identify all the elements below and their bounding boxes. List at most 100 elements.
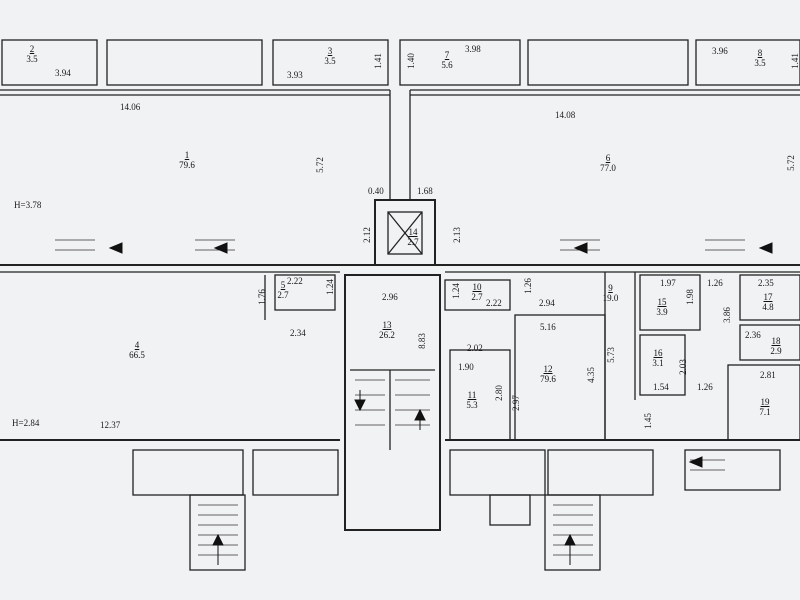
room-area: 79.6 [179,160,195,170]
room-area: 3.5 [324,56,336,66]
dimension-label: 1.97 [660,278,676,288]
room-10-outline [444,279,511,311]
dimension-label: 2.03 [677,359,688,375]
steps-left [189,494,246,571]
room-number: 9 [608,283,613,293]
dimension-label: 4.35 [585,367,596,383]
dimension-label: 3.94 [55,68,71,78]
room-area: 5.6 [441,60,453,70]
dimension-label: 2.02 [467,343,483,353]
dimension-label: 2.22 [486,298,502,308]
dimension-label: 2.97 [510,395,521,411]
dimension-label: 0.40 [368,186,384,196]
room-number: 10 [472,282,482,292]
dimension-label: 2.36 [745,330,761,340]
room-area: 4.8 [762,302,774,312]
dimension-label: 2.22 [287,276,303,286]
room-2-outline [1,39,98,86]
room-number: 3 [327,46,333,56]
porch-far-right [684,449,781,491]
steps-right [544,494,601,571]
dimension-label: 5.73 [605,347,616,363]
porch-right [449,449,546,496]
dimension-label: 2.13 [451,227,462,243]
dimension-label: 1.41 [789,53,800,69]
dimension-label: 2.80 [493,385,504,401]
room-number: 18 [771,336,781,346]
room-number: 14 [408,227,418,237]
dimension-label: 1.26 [522,278,533,294]
porch-right-b [547,449,654,496]
dimension-label: 1.40 [405,53,416,69]
room-number: 17 [763,292,773,302]
dimension-label: 2.94 [539,298,555,308]
height-label: H=3.78 [14,200,42,210]
dimension-label: 3.96 [712,46,728,56]
room-number: 2 [29,44,35,54]
room-area: 19.0 [602,293,619,303]
room-number: 4 [134,340,140,350]
room-area: 7.1 [759,407,771,417]
room-area: 2.7 [277,290,289,300]
room-number: 7 [444,50,450,60]
dimension-label: 1.26 [707,278,723,288]
room-number: 15 [657,297,667,307]
dimension-label: 2.35 [758,278,774,288]
steps-center [489,494,531,526]
room-number: 5 [280,280,286,290]
room-area: 3.5 [26,54,38,64]
room-15-outline [639,274,701,331]
room-number: 19 [760,397,770,407]
dimension-label: 1.45 [642,413,653,429]
room-number: 13 [382,320,392,330]
room-area: 77.0 [600,163,616,173]
room-5-outline [274,274,336,311]
dimension-label: 3.93 [287,70,303,80]
dimension-label: 3.86 [721,307,732,323]
height-label: H=2.84 [12,418,40,428]
room-number: 12 [543,364,553,374]
dimension-label: 1.26 [697,382,713,392]
porch-left [132,449,244,496]
room-7-outline [399,39,521,86]
central-stair [344,274,441,531]
dimension-label: 1.90 [458,362,474,372]
room-number: 16 [653,348,663,358]
room-3-outline [272,39,389,86]
dimension-label: 14.06 [120,102,141,112]
dimension-label: 2.34 [290,328,306,338]
dimension-label: 2.81 [760,370,776,380]
dimension-label: 5.72 [314,157,325,173]
room-number: 1 [184,150,190,160]
dimension-label: 14.08 [555,110,576,120]
room-8-outline [695,39,800,86]
room-area: 2.7 [407,237,419,247]
dimension-label: 2.12 [361,227,372,243]
room-area: 66.5 [129,350,145,360]
room-18-outline [739,324,800,361]
room-area: 26.2 [379,330,395,340]
dimension-label: 1.54 [653,382,669,392]
dimension-label: 12.37 [100,420,121,430]
room-top-a-outline [106,39,263,86]
room-number: 8 [757,48,763,58]
dimension-label: 8.83 [416,333,427,349]
dimension-label: 1.98 [684,289,695,305]
dimension-label: 1.24 [324,279,335,295]
